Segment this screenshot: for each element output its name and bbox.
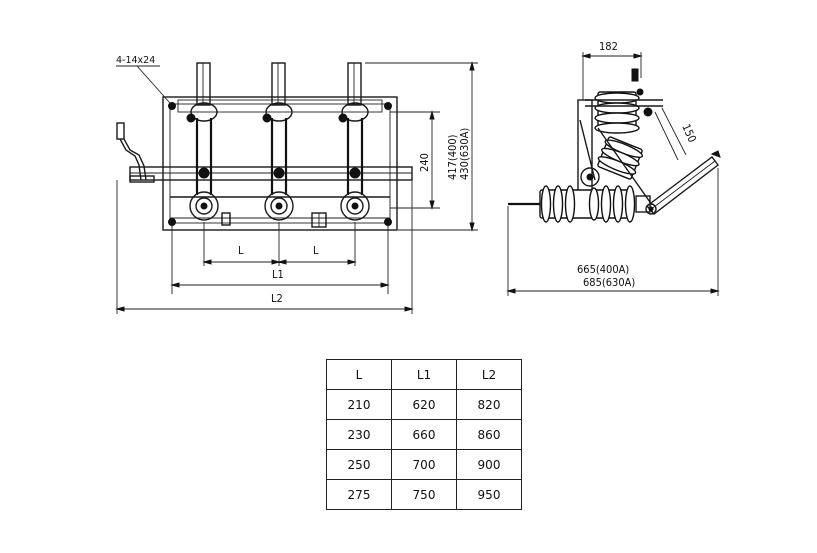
side-view: 182 150 [506, 40, 721, 296]
table-row: 210 620 820 [326, 389, 522, 420]
dim-L-left: L [238, 244, 244, 257]
mounting-hole [384, 102, 392, 110]
dim-240: 240 [418, 153, 431, 172]
mounting-hole [168, 218, 176, 226]
dim-L2: L2 [271, 292, 283, 305]
phase-pole-2 [262, 62, 294, 221]
phase-pole-1 [186, 62, 219, 221]
upper-insulator [594, 68, 644, 134]
table-cell: 620 [391, 389, 457, 420]
table-header-cell: L [326, 359, 392, 390]
table-cell: 700 [391, 449, 457, 480]
lower-insulator [508, 185, 651, 223]
table-cell: 860 [456, 419, 522, 450]
hole-note: 4-14x24 [116, 55, 155, 66]
dim-417: 417(400) [446, 134, 459, 180]
mounting-hole [168, 102, 176, 110]
table-cell: 210 [326, 389, 392, 420]
operating-handle [116, 122, 155, 183]
table-cell: 275 [326, 479, 392, 510]
table-cell: 660 [391, 419, 457, 450]
table-cell: 820 [456, 389, 522, 420]
table-cell: 900 [456, 449, 522, 480]
table-cell: 950 [456, 479, 522, 510]
dim-430: 430(630A) [458, 128, 471, 180]
mounting-hole [384, 218, 392, 226]
dim-L-right: L [313, 244, 319, 257]
table-cell: 750 [391, 479, 457, 510]
table-cell: 230 [326, 419, 392, 450]
dimension-table: L L1 L2 210 620 820 230 660 860 250 700 … [326, 359, 522, 510]
table-header-cell: L2 [456, 359, 522, 390]
table-header-cell: L1 [391, 359, 457, 390]
front-view: 4-14x24 L L L1 L2 240 417(400) 430(63 [115, 55, 478, 314]
base-frame [162, 96, 398, 231]
tilted-insulator [597, 136, 644, 180]
phase-pole-3 [338, 62, 370, 221]
interlock-block [221, 212, 231, 226]
dim-150: 150 [679, 122, 699, 145]
table-row: 250 700 900 [326, 449, 522, 480]
table-row: 275 750 950 [326, 479, 522, 510]
upper-bar [177, 99, 383, 113]
dim-L1: L1 [272, 268, 284, 281]
dim-685: 685(630A) [583, 276, 635, 289]
dim-665: 665(400A) [577, 263, 629, 276]
table-header-row: L L1 L2 [326, 359, 522, 390]
base-frame-inner [169, 103, 391, 224]
table-row: 230 660 860 [326, 419, 522, 450]
table-cell: 250 [326, 449, 392, 480]
dim-182: 182 [599, 40, 618, 53]
switch-blade-arm [579, 119, 721, 215]
